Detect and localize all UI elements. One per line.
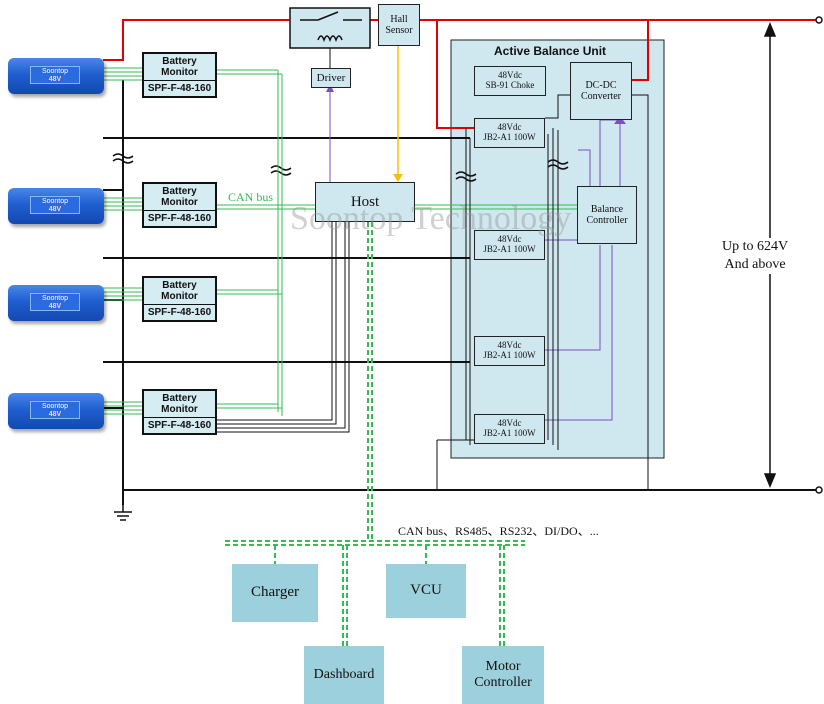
vcu-box: VCU [386, 564, 466, 618]
balance-module-3: 48Vdc JB2-A1 100W [474, 336, 545, 366]
monitor-title: Battery Monitor [161, 56, 198, 78]
motor-controller-box: Motor Controller [462, 646, 544, 704]
module-line1: 48Vdc [497, 418, 522, 429]
monitor-can-lines [103, 67, 142, 415]
control-lines [329, 90, 621, 421]
choke-line2: SB-91 Choke [485, 80, 535, 90]
balance-module-4: 48Vdc JB2-A1 100W [474, 414, 545, 444]
monitor-model: SPF-F-48-160 [144, 80, 215, 94]
positive-terminal [815, 16, 823, 24]
balance-unit-bus [436, 94, 649, 490]
driver-arrow [326, 84, 334, 92]
battery-monitor-2: Battery Monitor SPF-F-48-160 [142, 182, 217, 228]
balance-module-2: 48Vdc JB2-A1 100W [474, 230, 545, 260]
battery-links [103, 137, 470, 409]
battery-monitor-1: Battery Monitor SPF-F-48-160 [142, 52, 217, 98]
dcdc-converter-box: DC-DC Converter [570, 62, 632, 120]
battery-brand: Soontop [41, 198, 69, 205]
monitor-model: SPF-F-48-160 [144, 210, 215, 224]
module-line2: JB2-A1 100W [483, 350, 536, 360]
balance-module-1: 48Vdc JB2-A1 100W [474, 118, 545, 148]
battery-brand: Soontop [41, 295, 69, 302]
monitor-title: Battery Monitor [161, 280, 198, 302]
monitor-model: SPF-F-48-160 [144, 417, 215, 431]
dashboard-box: Dashboard [304, 646, 384, 704]
negative-terminal [815, 486, 823, 494]
hall-sensor-box: Hall Sensor [378, 4, 420, 46]
module-line2: JB2-A1 100W [483, 132, 536, 142]
monitor-title: Battery Monitor [161, 186, 198, 208]
voltage-label-line1: Up to 624V [722, 239, 789, 254]
battery-brand: Soontop [41, 403, 69, 410]
charger-box: Charger [232, 564, 318, 622]
module-line2: JB2-A1 100W [483, 244, 536, 254]
choke-box: 48Vdc SB-91 Choke [474, 66, 546, 96]
host-box: Host [315, 182, 415, 222]
module-line2: JB2-A1 100W [483, 428, 536, 438]
battery-voltage: 48V [48, 76, 62, 83]
positive-rail [103, 19, 817, 129]
watermark-text: Soontop Technology [290, 200, 572, 237]
ground-symbol [114, 505, 132, 521]
monitor-host-lines [216, 205, 350, 433]
can-bus [216, 69, 577, 416]
bus-protocols-label: CAN bus、RS485、RS232、DI/DO、... [398, 524, 599, 538]
module-line1: 48Vdc [497, 340, 522, 351]
battery-voltage: 48V [48, 411, 62, 418]
monitor-title: Battery Monitor [161, 393, 198, 415]
can-bus-label: CAN bus [228, 190, 274, 204]
module-line1: 48Vdc [497, 234, 522, 245]
battery-brand: Soontop [41, 68, 69, 75]
balance-controller-box: Balance Controller [577, 186, 637, 244]
choke-line1: 48Vdc [498, 70, 522, 81]
monitor-model: SPF-F-48-160 [144, 304, 215, 318]
battery-monitor-3: Battery Monitor SPF-F-48-160 [142, 276, 217, 322]
balance-unit-title: Active Balance Unit [494, 44, 607, 58]
battery-voltage: 48V [48, 303, 62, 310]
voltage-label: Up to 624V And above [722, 238, 789, 274]
battery-link-breaks [112, 153, 569, 182]
module-line1: 48Vdc [497, 122, 522, 133]
driver-box: Driver [311, 68, 351, 88]
battery-voltage: 48V [48, 206, 62, 213]
voltage-label-line2: And above [724, 257, 786, 272]
battery-monitor-4: Battery Monitor SPF-F-48-160 [142, 389, 217, 435]
host-bus-link [225, 222, 525, 646]
